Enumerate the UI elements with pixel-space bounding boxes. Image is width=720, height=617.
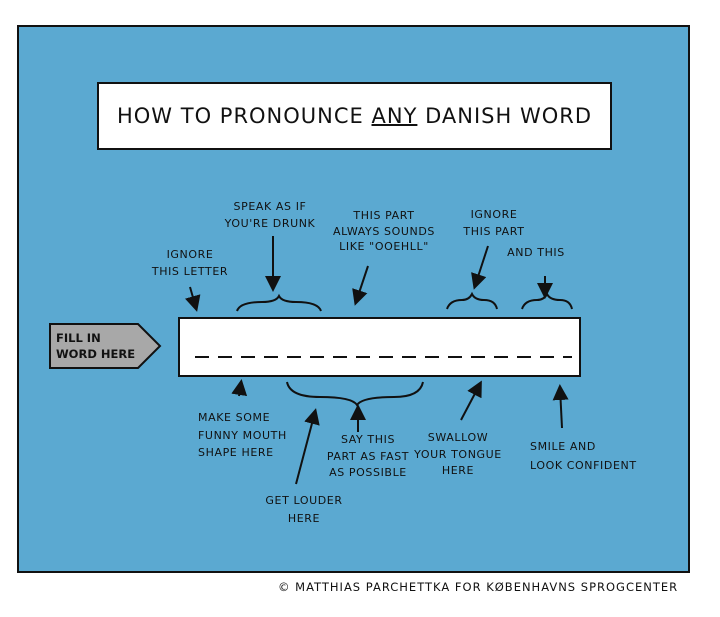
credit-line: © MATTHIAS PARCHETTKA FOR KØBENHAVNS SPR…	[278, 580, 679, 594]
note-line: SHAPE HERE	[198, 446, 274, 459]
note-ignore-letter: IGNORE THIS LETTER	[152, 247, 228, 280]
note-line: LOOK CONFIDENT	[530, 459, 637, 472]
title-box: HOW TO PRONOUNCE ANY DANISH WORD	[97, 82, 612, 150]
note-line: LIKE "OOEHLL"	[339, 240, 429, 253]
note-line: THIS LETTER	[151, 264, 229, 278]
note-fast: SAY THIS PART AS FAST AS POSSIBLE	[327, 432, 409, 482]
note-line: SWALLOW	[427, 431, 489, 444]
brace	[286, 381, 424, 407]
note-line: HERE	[287, 512, 321, 525]
brace	[446, 291, 498, 310]
fill-in-tag-label: FILL IN WORD HERE	[56, 330, 135, 362]
note-line: MAKE SOME	[198, 411, 271, 424]
note-smile: SMILE AND LOOK CONFIDENT	[530, 437, 637, 475]
arrow	[460, 380, 482, 421]
title-emphasis: ANY	[371, 104, 418, 128]
title-before: HOW TO PRONOUNCE	[116, 104, 364, 128]
note-line: FUNNY MOUTH	[198, 428, 287, 442]
arrow	[471, 245, 489, 290]
note-line: AND THIS	[507, 246, 565, 259]
title-after: DANISH WORD	[425, 104, 593, 128]
note-ignore-part: IGNORE THIS PART	[463, 207, 524, 240]
arrow	[295, 408, 320, 485]
brace	[236, 293, 322, 312]
note-louder: GET LOUDER HERE	[265, 492, 342, 528]
note-line: GET LOUDER	[265, 494, 343, 507]
fill-in-tag-shape	[49, 323, 162, 369]
note-drunk: SPEAK AS IF YOU'RE DRUNK	[225, 199, 316, 232]
arrow	[552, 384, 569, 429]
note-tongue: SWALLOW YOUR TONGUE HERE	[414, 430, 502, 480]
note-line: SAY THIS	[340, 433, 396, 446]
note-line: IGNORE	[166, 248, 214, 261]
tag-line: WORD HERE	[56, 347, 136, 361]
arrow	[352, 265, 369, 306]
note-and-this: AND THIS	[507, 245, 565, 262]
brace	[521, 291, 573, 310]
arrow	[185, 286, 201, 312]
note-line: SPEAK AS IF	[233, 200, 307, 213]
note-line: THIS PART	[353, 209, 415, 222]
note-line: YOU'RE DRUNK	[224, 216, 316, 230]
arrow	[231, 379, 248, 397]
note-line: AS POSSIBLE	[329, 466, 407, 479]
note-line: PART AS FAST	[326, 449, 410, 463]
note-line: YOUR TONGUE	[414, 447, 502, 461]
word-input-box[interactable]	[178, 317, 581, 377]
note-line: HERE	[441, 464, 475, 477]
note-line: IGNORE	[470, 208, 518, 221]
note-mouth: MAKE SOME FUNNY MOUTH SHAPE HERE	[198, 409, 287, 462]
note-line: ALWAYS SOUNDS	[333, 224, 435, 238]
tag-line: FILL IN	[56, 331, 101, 345]
note-ooehll: THIS PART ALWAYS SOUNDS LIKE "OOEHLL"	[333, 208, 435, 255]
note-line: THIS PART	[463, 224, 525, 238]
note-line: SMILE AND	[530, 440, 596, 453]
